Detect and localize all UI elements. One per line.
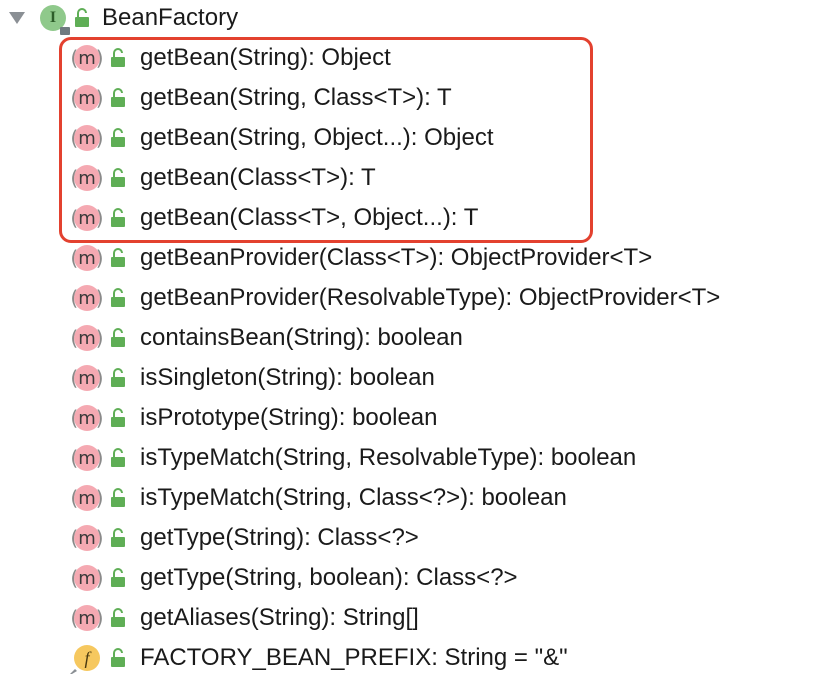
method-icon: (m) [70,85,104,111]
tree-member-label: getBeanProvider(Class<T>): ObjectProvide… [140,244,653,271]
method-icon: (m) [70,485,104,511]
public-lock-icon [110,48,126,68]
tree-member-row[interactable]: (m) isTypeMatch(String, Class<?>): boole… [70,480,567,516]
public-lock-icon [110,288,126,308]
tree-member-label: isSingleton(String): boolean [140,364,435,391]
method-icon: (m) [70,205,104,231]
public-lock-icon [110,328,126,348]
tree-member-row[interactable]: (m) containsBean(String): boolean [70,320,463,356]
method-icon: (m) [70,245,104,271]
tree-member-row[interactable]: (m) getType(String, boolean): Class<?> [70,560,518,596]
public-lock-icon [110,208,126,228]
method-icon: (m) [70,525,104,551]
tree-member-row[interactable]: (m) getAliases(String): String[] [70,600,419,636]
public-lock-icon [74,8,90,28]
tree-member-label: isPrototype(String): boolean [140,404,438,431]
method-icon: (m) [70,285,104,311]
public-lock-icon [110,528,126,548]
method-icon: (m) [70,325,104,351]
tree-member-row[interactable]: (m) getBean(String, Object...): Object [70,120,494,156]
tree-member-label: getBean(String, Object...): Object [140,124,494,151]
method-icon: (m) [70,445,104,471]
method-icon: (m) [70,165,104,191]
public-lock-icon [110,648,126,668]
tree-root-label: BeanFactory [102,4,239,31]
pin-icon [70,669,77,674]
tree-member-label: getType(String, boolean): Class<?> [140,564,518,591]
tree-member-label: getBeanProvider(ResolvableType): ObjectP… [140,284,721,311]
public-lock-icon [110,488,126,508]
tree-member-label: containsBean(String): boolean [140,324,463,351]
method-icon: (m) [70,605,104,631]
tree-member-label: getBean(String, Class<T>): T [140,84,452,111]
public-lock-icon [110,448,126,468]
tree-member-row[interactable]: (m) getBeanProvider(ResolvableType): Obj… [70,280,721,316]
tree-member-row[interactable]: (m) getBean(Class<T>, Object...): T [70,200,479,236]
method-icon: (m) [70,565,104,591]
tree-member-row[interactable]: (m) getType(String): Class<?> [70,520,419,556]
tree-member-row[interactable]: (m) getBeanProvider(Class<T>): ObjectPro… [70,240,653,276]
tree-member-label: getType(String): Class<?> [140,524,419,551]
tree-member-row[interactable]: (m) getBean(Class<T>): T [70,160,376,196]
tree-member-label: isTypeMatch(String, ResolvableType): boo… [140,444,637,471]
expand-arrow-icon[interactable] [6,7,28,29]
method-icon: (m) [70,125,104,151]
tree-member-label: getAliases(String): String[] [140,604,419,631]
field-icon: f [70,645,100,674]
public-lock-icon [110,88,126,108]
tree-member-row[interactable]: (m) getBean(String): Object [70,40,391,76]
mini-lock-icon [60,27,70,35]
tree-member-label: getBean(String): Object [140,44,391,71]
public-lock-icon [110,168,126,188]
interface-icon: I [40,5,70,35]
public-lock-icon [110,368,126,388]
tree-member-label: getBean(Class<T>): T [140,164,376,191]
tree-member-row[interactable]: (m) getBean(String, Class<T>): T [70,80,452,116]
tree-member-label: getBean(Class<T>, Object...): T [140,204,479,231]
tree-root-row[interactable]: I BeanFactory [0,0,238,36]
public-lock-icon [110,568,126,588]
public-lock-icon [110,608,126,628]
tree-member-label: isTypeMatch(String, Class<?>): boolean [140,484,567,511]
tree-member-label: FACTORY_BEAN_PREFIX: String = "&" [140,644,568,671]
method-icon: (m) [70,365,104,391]
tree-member-row[interactable]: f FACTORY_BEAN_PREFIX: String = "&" [70,640,568,676]
public-lock-icon [110,128,126,148]
tree-member-row[interactable]: (m) isSingleton(String): boolean [70,360,435,396]
method-icon: (m) [70,405,104,431]
public-lock-icon [110,408,126,428]
public-lock-icon [110,248,126,268]
method-icon: (m) [70,45,104,71]
tree-member-row[interactable]: (m) isTypeMatch(String, ResolvableType):… [70,440,637,476]
tree-member-row[interactable]: (m) isPrototype(String): boolean [70,400,438,436]
